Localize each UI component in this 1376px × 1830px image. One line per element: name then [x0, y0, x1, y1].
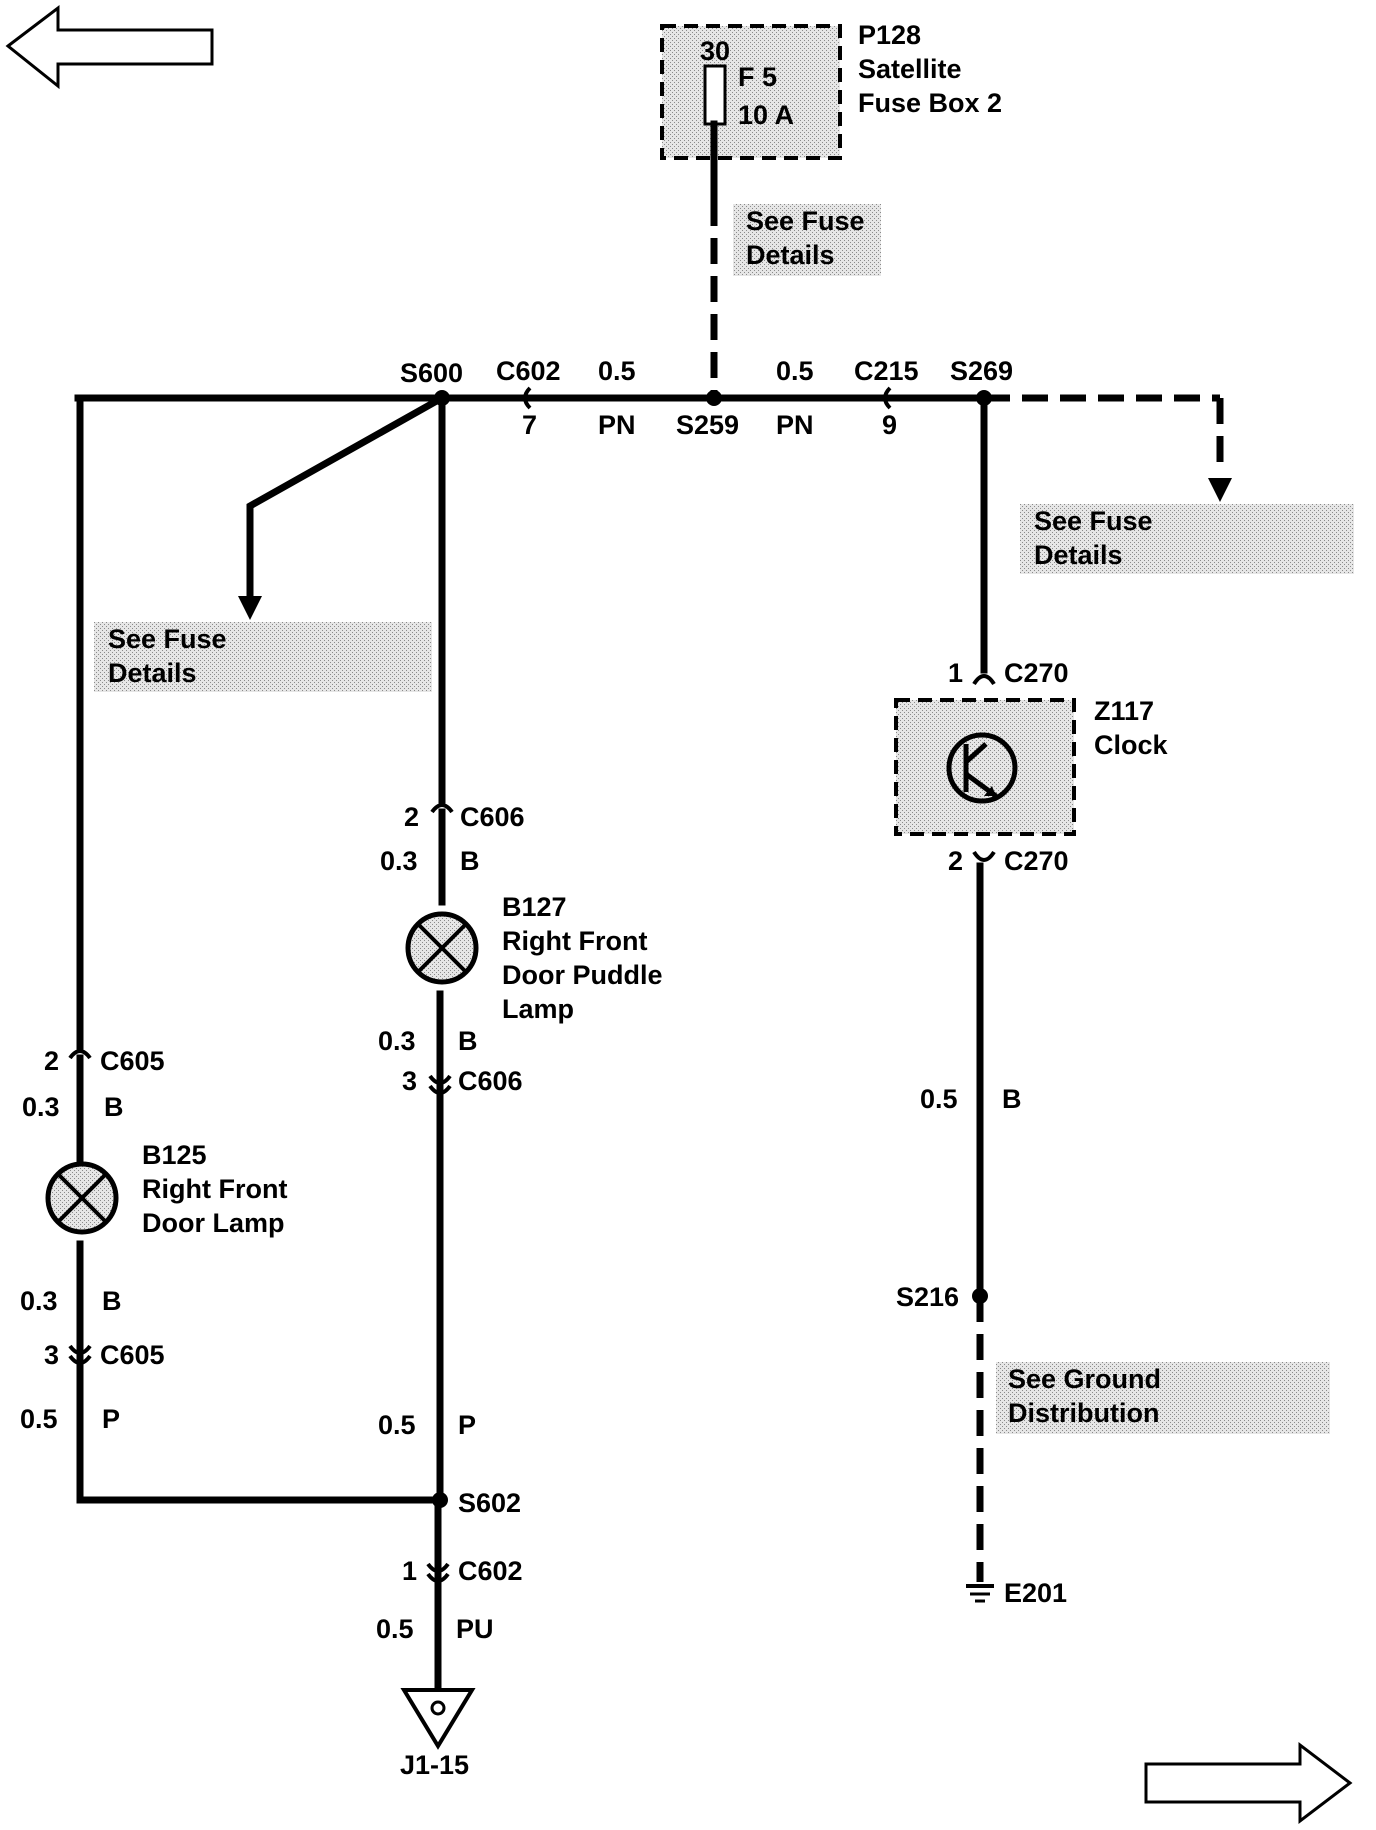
arrow-down-icon — [238, 596, 262, 620]
ground-e201-icon — [966, 1584, 994, 1603]
puddle-color-low: P — [458, 1410, 476, 1440]
door-lamp-name-2: Door Lamp — [142, 1208, 285, 1238]
output-gauge: 0.5 — [376, 1614, 414, 1644]
svg-text:See Fuse: See Fuse — [746, 206, 865, 236]
branch-diagonal-wire — [246, 393, 447, 598]
splice-s600-label: S600 — [400, 358, 463, 388]
svg-text:See Fuse: See Fuse — [1034, 506, 1153, 536]
connector-c602-icon — [523, 386, 532, 410]
svg-text:Details: Details — [108, 658, 197, 688]
splice-s269-label: S269 — [950, 356, 1013, 386]
door-conn-top-pin: 2 — [44, 1046, 59, 1076]
fuse-box-id: P128 — [858, 20, 921, 50]
arrow-down-icon — [1208, 478, 1232, 502]
connector-c605-bot-icon — [68, 1344, 92, 1365]
door-conn-bot-pin: 3 — [44, 1340, 59, 1370]
fuse-terminal: 30 — [700, 36, 730, 66]
wire-color-left: PN — [598, 410, 636, 440]
clock-wire-gauge: 0.5 — [920, 1084, 958, 1114]
output-conn-pin: 1 — [402, 1556, 417, 1586]
terminal-j1-15-icon — [400, 1688, 476, 1750]
output-conn: C602 — [458, 1556, 523, 1586]
connector-c215-pin: 9 — [882, 410, 897, 440]
connector-c215-label: C215 — [854, 356, 919, 386]
note-see-fuse-top: See Fuse Details — [733, 204, 881, 276]
svg-text:Distribution: Distribution — [1008, 1398, 1159, 1428]
door-lamp-b125: B125 Right Front Door Lamp — [45, 1140, 287, 1238]
next-page-arrow-icon[interactable] — [1144, 1741, 1353, 1825]
puddle-conn-bot: C606 — [458, 1066, 523, 1096]
fuse-icon — [703, 64, 727, 126]
puddle-lamp-b127: B127 Right Front Door Puddle Lamp — [405, 892, 663, 1024]
door-lamp-name-1: Right Front — [142, 1174, 287, 1204]
clock-z117: Z117 Clock — [894, 696, 1169, 836]
connector-c215-icon — [883, 386, 892, 410]
connector-c602-out-icon — [426, 1562, 450, 1583]
svg-text:See Fuse: See Fuse — [108, 624, 227, 654]
puddle-conn-top: C606 — [460, 802, 525, 832]
fuse-number: F 5 — [738, 62, 777, 92]
puddle-color-top: B — [460, 846, 480, 876]
wire-gauge-left: 0.5 — [598, 356, 636, 386]
connector-c605-top-icon — [68, 1049, 92, 1060]
splice-s216-label: S216 — [896, 1282, 959, 1312]
connector-c602-pin: 7 — [522, 410, 537, 440]
door-color-bot: B — [102, 1286, 122, 1316]
clock-conn-top-pin: 1 — [948, 658, 963, 688]
splice-s259-label: S259 — [676, 410, 739, 440]
puddle-gauge-top: 0.3 — [380, 846, 418, 876]
door-conn-top: C605 — [100, 1046, 165, 1076]
fuse-box-name-2: Fuse Box 2 — [858, 88, 1002, 118]
door-gauge-top: 0.3 — [22, 1092, 60, 1122]
terminal-j1-15-label: J1-15 — [400, 1750, 469, 1780]
fuse-rating: 10 A — [738, 100, 794, 130]
puddle-lamp-id: B127 — [502, 892, 567, 922]
svg-text:See Ground: See Ground — [1008, 1364, 1161, 1394]
door-gauge-bot: 0.3 — [20, 1286, 58, 1316]
door-lamp-id: B125 — [142, 1140, 207, 1170]
puddle-conn-bot-pin: 3 — [402, 1066, 417, 1096]
prev-page-arrow-icon[interactable] — [5, 4, 214, 90]
note-see-fuse-left: See Fuse Details — [94, 622, 432, 692]
clock-conn-top: C270 — [1004, 658, 1069, 688]
connector-c606-top-icon — [430, 803, 454, 814]
wire-color-right: PN — [776, 410, 814, 440]
connector-c270-bot-icon — [972, 850, 996, 862]
puddle-lamp-name-3: Lamp — [502, 994, 574, 1024]
connector-c602-label: C602 — [496, 356, 561, 386]
clock-transistor-icon — [946, 732, 1018, 804]
puddle-color-bot: B — [458, 1026, 478, 1056]
svg-text:Details: Details — [746, 240, 835, 270]
connector-c606-bot-icon — [428, 1074, 452, 1095]
ground-e201-label: E201 — [1004, 1578, 1067, 1608]
svg-text:Details: Details — [1034, 540, 1123, 570]
output-color: PU — [456, 1614, 494, 1644]
clock-conn-bot-pin: 2 — [948, 846, 963, 876]
wire-gauge-right: 0.5 — [776, 356, 814, 386]
puddle-gauge-bot: 0.3 — [378, 1026, 416, 1056]
door-gauge-low: 0.5 — [20, 1404, 58, 1434]
puddle-gauge-low: 0.5 — [378, 1410, 416, 1440]
connector-c270-top-icon — [972, 674, 996, 686]
door-conn-bot: C605 — [100, 1340, 165, 1370]
puddle-conn-top-pin: 2 — [404, 802, 419, 832]
note-see-fuse-right: See Fuse Details — [1020, 504, 1354, 574]
clock-wire-color: B — [1002, 1084, 1022, 1114]
fuse-box-p128: 30 F 5 10 A P128 Satellite Fuse Box 2 — [660, 20, 1002, 160]
splice-s602-label: S602 — [458, 1488, 521, 1518]
fuse-box-name-1: Satellite — [858, 54, 962, 84]
clock-id: Z117 — [1094, 696, 1154, 726]
puddle-lamp-name-2: Door Puddle — [502, 960, 663, 990]
splice-s259-dot — [706, 390, 722, 406]
clock-name: Clock — [1094, 730, 1169, 760]
door-color-top: B — [104, 1092, 124, 1122]
note-see-ground: See Ground Distribution — [996, 1362, 1330, 1434]
puddle-lamp-name-1: Right Front — [502, 926, 647, 956]
clock-conn-bot: C270 — [1004, 846, 1069, 876]
door-color-low: P — [102, 1404, 120, 1434]
